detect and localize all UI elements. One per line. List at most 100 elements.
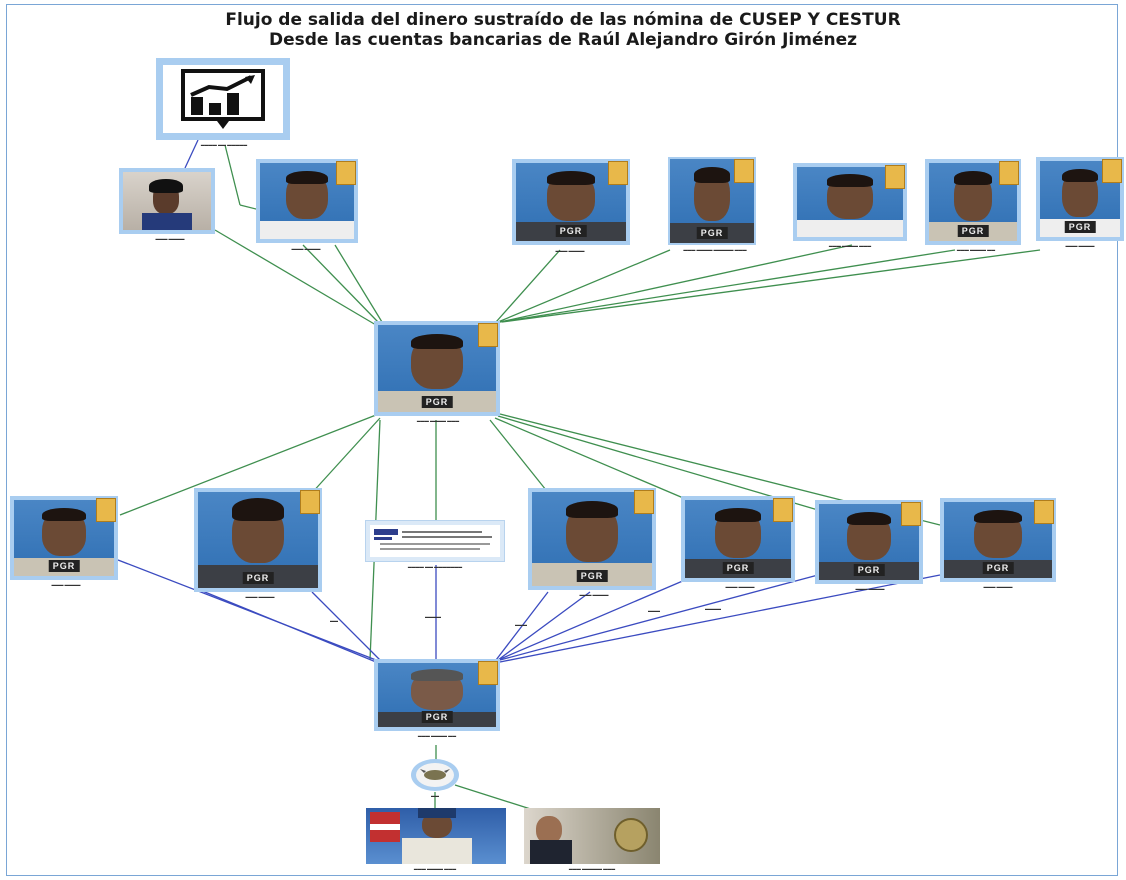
shield-badge-icon — [300, 490, 320, 514]
link-low-6 — [497, 579, 686, 661]
pgr-tag: PGR — [982, 562, 1014, 574]
link-low-1 — [117, 559, 377, 661]
person-node-lower: PGR — [374, 659, 500, 731]
link-bottom-3 — [454, 784, 541, 813]
caption-emblem: ▬▬ — [431, 793, 439, 798]
pgr-tag: PGR — [696, 227, 728, 239]
pgr-tag: PGR — [853, 564, 885, 576]
pgr-tag: PGR — [242, 572, 274, 584]
caption-row2-5: ▬▬▬ ▬▬▬▬ — [855, 586, 885, 591]
link-top-1 — [214, 229, 377, 326]
edge-label-3: ▬▬▬ — [648, 608, 660, 613]
link-top-3 — [334, 244, 383, 323]
shield-badge-icon — [773, 498, 793, 522]
person-node-row2-4: PGR — [681, 496, 795, 582]
person-node-row2-3: PGR — [528, 488, 656, 590]
caption-top-4: ▬▬▬ ▬▬▬▬ ▬▬▬ — [828, 243, 872, 248]
pgr-tag: PGR — [957, 225, 989, 237]
link-top-4 — [495, 249, 561, 323]
caption-central: ▬▬▬ ▬▬▬▬ ▬▬▬ — [416, 418, 460, 423]
pgr-tag: PGR — [722, 562, 754, 574]
caption-row2-1: ▬▬▬ ▬▬▬▬ — [51, 582, 81, 587]
seal-icon — [614, 818, 648, 852]
link-mid-7 — [497, 415, 819, 511]
document-icon — [374, 529, 492, 550]
shield-badge-icon — [478, 323, 498, 347]
link-top-5 — [497, 249, 671, 323]
shield-badge-icon — [885, 165, 905, 189]
edge-label-4: ▬▬▬▬ — [705, 606, 721, 611]
shield-badge-icon — [336, 161, 356, 185]
link-low-7 — [499, 574, 819, 661]
caption-row2-2: ▬▬▬ ▬▬▬▬ — [245, 594, 275, 599]
edge-label-1: ▬▬▬▬ — [425, 614, 441, 619]
photo-bottom-right — [524, 808, 660, 864]
chart-node-caption: ▬▬▬▬ ▬▬ ▬▬▬▬▬ — [200, 142, 248, 147]
person-node-top-1 — [256, 159, 358, 243]
link-top-2 — [302, 244, 379, 323]
caption-bottom-right: ▬▬▬ ▬▬▬▬▬ ▬▬▬ — [568, 866, 616, 871]
pgr-tag: PGR — [555, 225, 587, 237]
shield-badge-icon — [608, 161, 628, 185]
person-node-top-2: PGR — [512, 159, 630, 245]
link-low-8 — [499, 574, 941, 663]
shield-badge-icon — [734, 159, 754, 183]
person-node-row2-2: PGR — [194, 488, 322, 592]
document-node — [365, 520, 505, 562]
caption-row2-3: ▬▬▬ ▬▬▬▬ — [579, 592, 609, 597]
shield-badge-icon — [999, 161, 1019, 185]
link-chart-down — [184, 139, 199, 169]
person-node-top-6: PGR — [1036, 157, 1124, 241]
link-low-2 — [199, 589, 377, 663]
person-node-top-5: PGR — [925, 159, 1021, 245]
bar-chart-node — [156, 58, 290, 140]
person-node-row2-1: PGR — [10, 496, 118, 580]
link-low-5 — [495, 591, 549, 661]
caption-bottom-left: ▬▬▬ ▬▬▬▬ ▬▬▬ — [413, 866, 457, 871]
pgr-tag: PGR — [576, 570, 608, 582]
caption-top-1: ▬▬▬ ▬▬▬▬ — [291, 246, 321, 251]
shield-badge-icon — [96, 498, 116, 522]
link-top-6 — [499, 244, 853, 323]
link-top-chart — [224, 144, 241, 206]
caption-lower: ▬▬▬ ▬▬▬▬ ▬▬ — [417, 733, 457, 738]
person-node-woman — [119, 168, 215, 234]
caption-row2-6: ▬▬▬ ▬▬▬▬ — [983, 584, 1013, 589]
link-top-8 — [501, 249, 1041, 323]
caption-row2-4: ▬▬▬ ▬▬▬▬ — [725, 584, 755, 589]
diagram-title-line-1: Flujo de salida del dinero sustraído de … — [225, 10, 901, 30]
pgr-tag: PGR — [421, 711, 453, 723]
bar-chart-icon — [181, 69, 265, 129]
edge-label-5: ▬▬ — [330, 618, 338, 623]
person-node-top-4 — [793, 163, 907, 241]
link-low-3 — [311, 591, 381, 661]
pgr-tag: PGR — [421, 396, 453, 408]
shield-badge-icon — [901, 502, 921, 526]
link-mid-5 — [489, 419, 551, 496]
shield-badge-icon — [634, 490, 654, 514]
pgr-tag: PGR — [1064, 221, 1096, 233]
edge-label-2: ▬▬▬ — [515, 622, 527, 627]
person-node-row2-6: PGR — [940, 498, 1056, 582]
pgr-tag: PGR — [48, 560, 80, 572]
shield-badge-icon — [1102, 159, 1122, 183]
caption-woman: ▬▬▬ ▬▬▬▬ — [155, 236, 185, 241]
person-node-row2-5: PGR — [815, 500, 923, 584]
emblem-node — [411, 759, 459, 791]
caption-document: ▬▬▬▬ ▬▬ ▬▬▬▬▬▬▬ — [407, 564, 463, 569]
link-mid-2 — [309, 417, 381, 496]
diagram-frame — [6, 4, 1118, 876]
diagram-title-line-2: Desde las cuentas bancarias de Raúl Alej… — [268, 30, 858, 50]
shield-badge-icon — [1034, 500, 1054, 524]
caption-top-2: ▬▬▬ ▬▬▬▬ — [555, 248, 585, 253]
person-node-top-3: PGR — [668, 157, 756, 245]
link-mid-1 — [119, 414, 377, 516]
shield-badge-icon — [478, 661, 498, 685]
photo-bottom-left — [366, 808, 506, 864]
person-node-central: PGR — [374, 321, 500, 416]
link-mid-6 — [494, 417, 689, 501]
caption-top-3: ▬▬▬ ▬▬▬▬ ▬▬▬▬▬ ▬▬▬ — [683, 247, 747, 252]
caption-top-5: ▬▬▬ ▬▬▬▬ ▬▬ — [956, 247, 996, 252]
link-top-7 — [499, 249, 956, 323]
